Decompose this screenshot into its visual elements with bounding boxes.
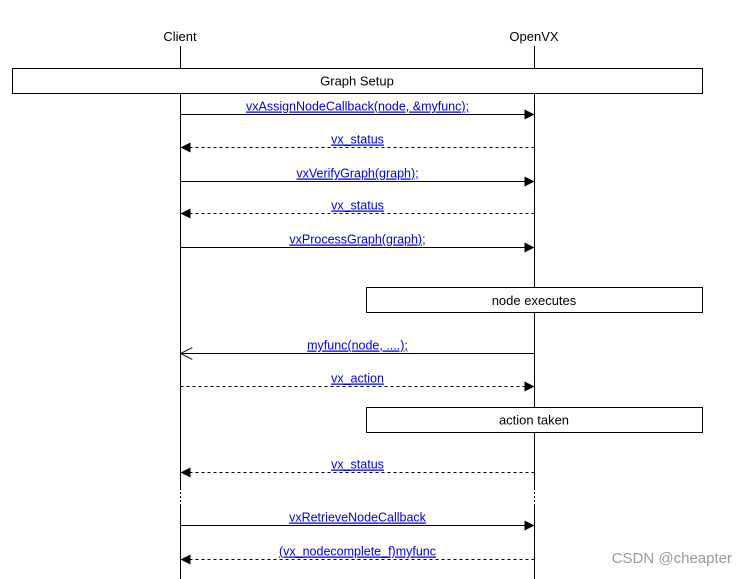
actor-client-label: Client xyxy=(163,29,197,44)
message-label: vxAssignNodeCallback(node, &myfunc); xyxy=(246,100,469,114)
node-executes-box: node executes xyxy=(366,287,703,313)
actor-openvx-label: OpenVX xyxy=(509,29,558,44)
message-assign-node-callback: vxAssignNodeCallback(node, &myfunc); xyxy=(180,100,535,120)
graph-setup-box: Graph Setup xyxy=(12,68,703,94)
message-label: myfunc(node, ....); xyxy=(307,339,408,353)
message-vx-action: vx_action xyxy=(180,372,535,392)
action-taken-box: action taken xyxy=(366,407,703,433)
message-myfunc: myfunc(node, ....); xyxy=(180,339,535,354)
message-label: vxProcessGraph(graph); xyxy=(289,233,425,247)
message-verify-graph: vxVerifyGraph(graph); xyxy=(180,167,535,187)
messages-group: vxAssignNodeCallback(node, &myfunc); vx_… xyxy=(180,100,535,565)
message-label: vx_status xyxy=(331,133,384,147)
message-vx-status-2: vx_status xyxy=(180,199,535,219)
message-label: vxVerifyGraph(graph); xyxy=(296,167,418,181)
message-label: (vx_nodecomplete_f)myfunc xyxy=(279,545,436,559)
message-process-graph: vxProcessGraph(graph); xyxy=(180,233,535,253)
message-label: vx_action xyxy=(331,372,384,386)
message-nodecomplete-myfunc: (vx_nodecomplete_f)myfunc xyxy=(180,545,535,565)
message-vx-status-3: vx_status xyxy=(180,458,535,478)
node-executes-label: node executes xyxy=(492,293,577,308)
watermark-text: CSDN @cheapter xyxy=(611,550,732,567)
message-label: vxRetrieveNodeCallback xyxy=(289,511,427,525)
action-taken-label: action taken xyxy=(499,413,569,428)
message-label: vx_status xyxy=(331,199,384,213)
message-vx-status-1: vx_status xyxy=(180,133,535,153)
graph-setup-label: Graph Setup xyxy=(320,74,394,89)
message-label: vx_status xyxy=(331,458,384,472)
message-retrieve-node-callback: vxRetrieveNodeCallback xyxy=(180,511,535,531)
